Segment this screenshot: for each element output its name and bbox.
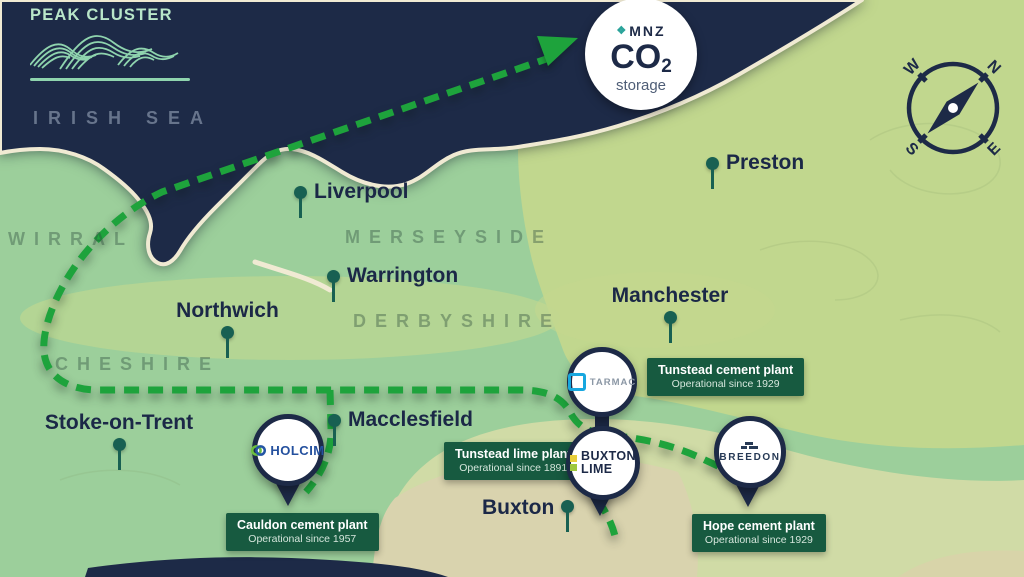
plant-subtitle: Operational since 1929 <box>704 534 813 546</box>
co2-co: CO <box>610 37 662 76</box>
city-macclesfield: Macclesfield <box>328 408 473 446</box>
city-northwich: Northwich <box>170 299 285 358</box>
bottom-sea-sliver <box>85 557 448 577</box>
map-pin-icon <box>706 157 719 189</box>
plant-subtitle: Operational since 1929 <box>671 378 780 390</box>
breedon-logo: BREEDON <box>719 441 780 463</box>
land-beige-corner <box>898 550 1024 577</box>
map-pin-icon <box>561 500 575 532</box>
city-stoke-on-trent: Stoke-on-Trent <box>40 411 198 470</box>
land-manchester-band <box>535 272 775 348</box>
region-label-merseyside: MERSEYSIDE <box>345 227 554 247</box>
city-preston: Preston <box>706 151 805 189</box>
map-pin-icon <box>327 270 340 302</box>
river-line <box>252 259 333 293</box>
brand-underline <box>30 78 190 81</box>
buxton-lime-squares-icon <box>570 455 578 471</box>
pipeline-main <box>40 53 745 482</box>
city-label: Preston <box>726 151 805 174</box>
region-label-cheshire: CHESHIRE <box>55 354 221 374</box>
buxton-logo-line2: LIME <box>581 462 613 476</box>
plant-title: Tunstead cement plant <box>658 363 794 377</box>
city-manchester: Manchester <box>600 284 740 343</box>
map-pin-icon <box>112 438 126 470</box>
marker-disc: HOLCIM <box>251 414 324 486</box>
mnz-diamond-icon: ❖ <box>616 25 627 37</box>
plant-subtitle: Operational since 1891 <box>459 462 568 474</box>
compass-s: S <box>902 140 922 160</box>
mnz-logo: ❖ MNZ <box>616 23 665 39</box>
city-label: Stoke-on-Trent <box>44 411 194 434</box>
city-liverpool: Liverpool <box>294 180 409 218</box>
co2-text: CO2 <box>610 40 672 76</box>
map-pin-icon <box>328 414 341 446</box>
contour-lines <box>59 122 1001 486</box>
tarmac-square-icon <box>567 373 586 391</box>
city-label: Northwich <box>176 299 279 322</box>
brand-title: PEAK CLUSTER <box>30 6 173 24</box>
holcim-rings-icon <box>251 444 267 456</box>
pipeline-branch-cauldon <box>303 389 335 495</box>
marker-disc: BUXTON LIME <box>566 426 640 500</box>
co2-storage-marker: ❖ MNZ CO2 storage <box>585 0 697 110</box>
compass-rose-icon: N W S E <box>901 55 1005 160</box>
plant-subtitle: Operational since 1957 <box>248 533 357 545</box>
city-warrington: Warrington <box>327 264 459 302</box>
buxton-logo-line1: BUXTON <box>581 448 636 463</box>
map-pin-icon <box>221 326 234 358</box>
marker-disc: BREEDON <box>714 416 786 488</box>
map-pin-icon <box>663 311 677 343</box>
buxton-lime-logo: BUXTON LIME <box>570 448 636 476</box>
compass-e: E <box>985 139 1005 159</box>
mnz-logo-text: MNZ <box>629 22 666 39</box>
plant-label-hope: Hope cement plant Operational since 1929 <box>692 514 826 552</box>
label-irish-sea: IRISH SEA <box>33 108 214 128</box>
land-cheshire-band <box>20 276 560 360</box>
city-label: Liverpool <box>314 180 409 203</box>
plant-title: Cauldon cement plant <box>237 518 368 532</box>
plant-label-tunstead-lime: Tunstead lime plant Operational since 18… <box>444 442 583 480</box>
city-label: Manchester <box>611 284 729 307</box>
region-label-wirral: WIRRAL <box>8 229 134 249</box>
peak-cluster-logo: PEAK CLUSTER <box>29 6 190 81</box>
holcim-logo: HOLCIM <box>251 443 324 458</box>
plant-title: Tunstead lime plant <box>455 447 572 461</box>
map-pin-icon <box>294 186 307 218</box>
co2-caption: storage <box>615 76 667 94</box>
co2-sub: 2 <box>661 55 672 77</box>
mountain-logo-icon <box>29 35 179 70</box>
plant-label-tunstead-cement: Tunstead cement plant Operational since … <box>647 358 805 396</box>
plant-title: Hope cement plant <box>703 519 815 533</box>
city-label: Macclesfield <box>348 408 473 431</box>
tarmac-logo: TARMAC <box>567 373 636 391</box>
city-buxton: Buxton <box>482 496 575 532</box>
route-arrowhead-icon <box>537 36 578 66</box>
plant-label-cauldon: Cauldon cement plant Operational since 1… <box>226 513 379 551</box>
breedon-mark-icon <box>741 441 758 449</box>
city-label: Warrington <box>347 264 459 287</box>
marker-disc: TARMAC <box>567 347 637 417</box>
city-label: Buxton <box>482 496 555 519</box>
region-label-derbyshire: DERBYSHIRE <box>353 311 562 331</box>
